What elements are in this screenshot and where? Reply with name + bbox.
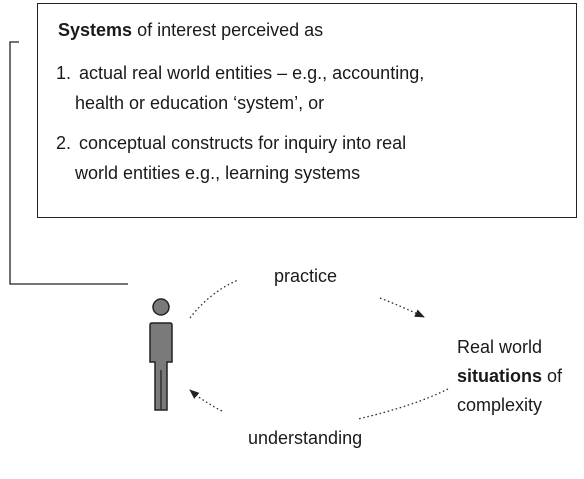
situations-of: of <box>542 366 563 386</box>
situations-line1: Real world <box>457 337 543 357</box>
systems-box-title: Systems of interest perceived as <box>58 20 323 41</box>
understanding-arc-right <box>357 388 449 420</box>
systems-item-2-line1: conceptual constructs for inquiry into r… <box>79 133 407 153</box>
understanding-arrow <box>189 389 223 412</box>
situations-line2: situations of <box>457 366 562 387</box>
systems-item-1: 1. actual real world entities – e.g., ac… <box>56 58 424 118</box>
systems-term: Systems <box>58 20 133 40</box>
situations-term: situations <box>457 366 543 386</box>
understanding-label: understanding <box>248 428 363 448</box>
situations-line3: complexity <box>457 395 543 415</box>
systems-item-2: 2. conceptual constructs for inquiry int… <box>56 128 406 188</box>
practice-arc-left <box>189 279 239 319</box>
connector-line <box>9 41 128 285</box>
systems-item-1-line1: actual real world entities – e.g., accou… <box>79 63 425 83</box>
systems-item-2-number: 2. <box>56 133 72 153</box>
systems-item-2-line2: world entities e.g., learning systems <box>75 163 361 183</box>
systems-title-rest: of interest perceived as <box>132 20 324 40</box>
systems-item-1-line2: health or education ‘system’, or <box>75 93 325 113</box>
practice-arrow <box>379 297 425 318</box>
practice-label: practice <box>274 266 338 286</box>
person-icon <box>149 298 173 411</box>
systems-box: Systems of interest perceived as 1. actu… <box>37 3 577 218</box>
systems-item-1-number: 1. <box>56 63 72 83</box>
